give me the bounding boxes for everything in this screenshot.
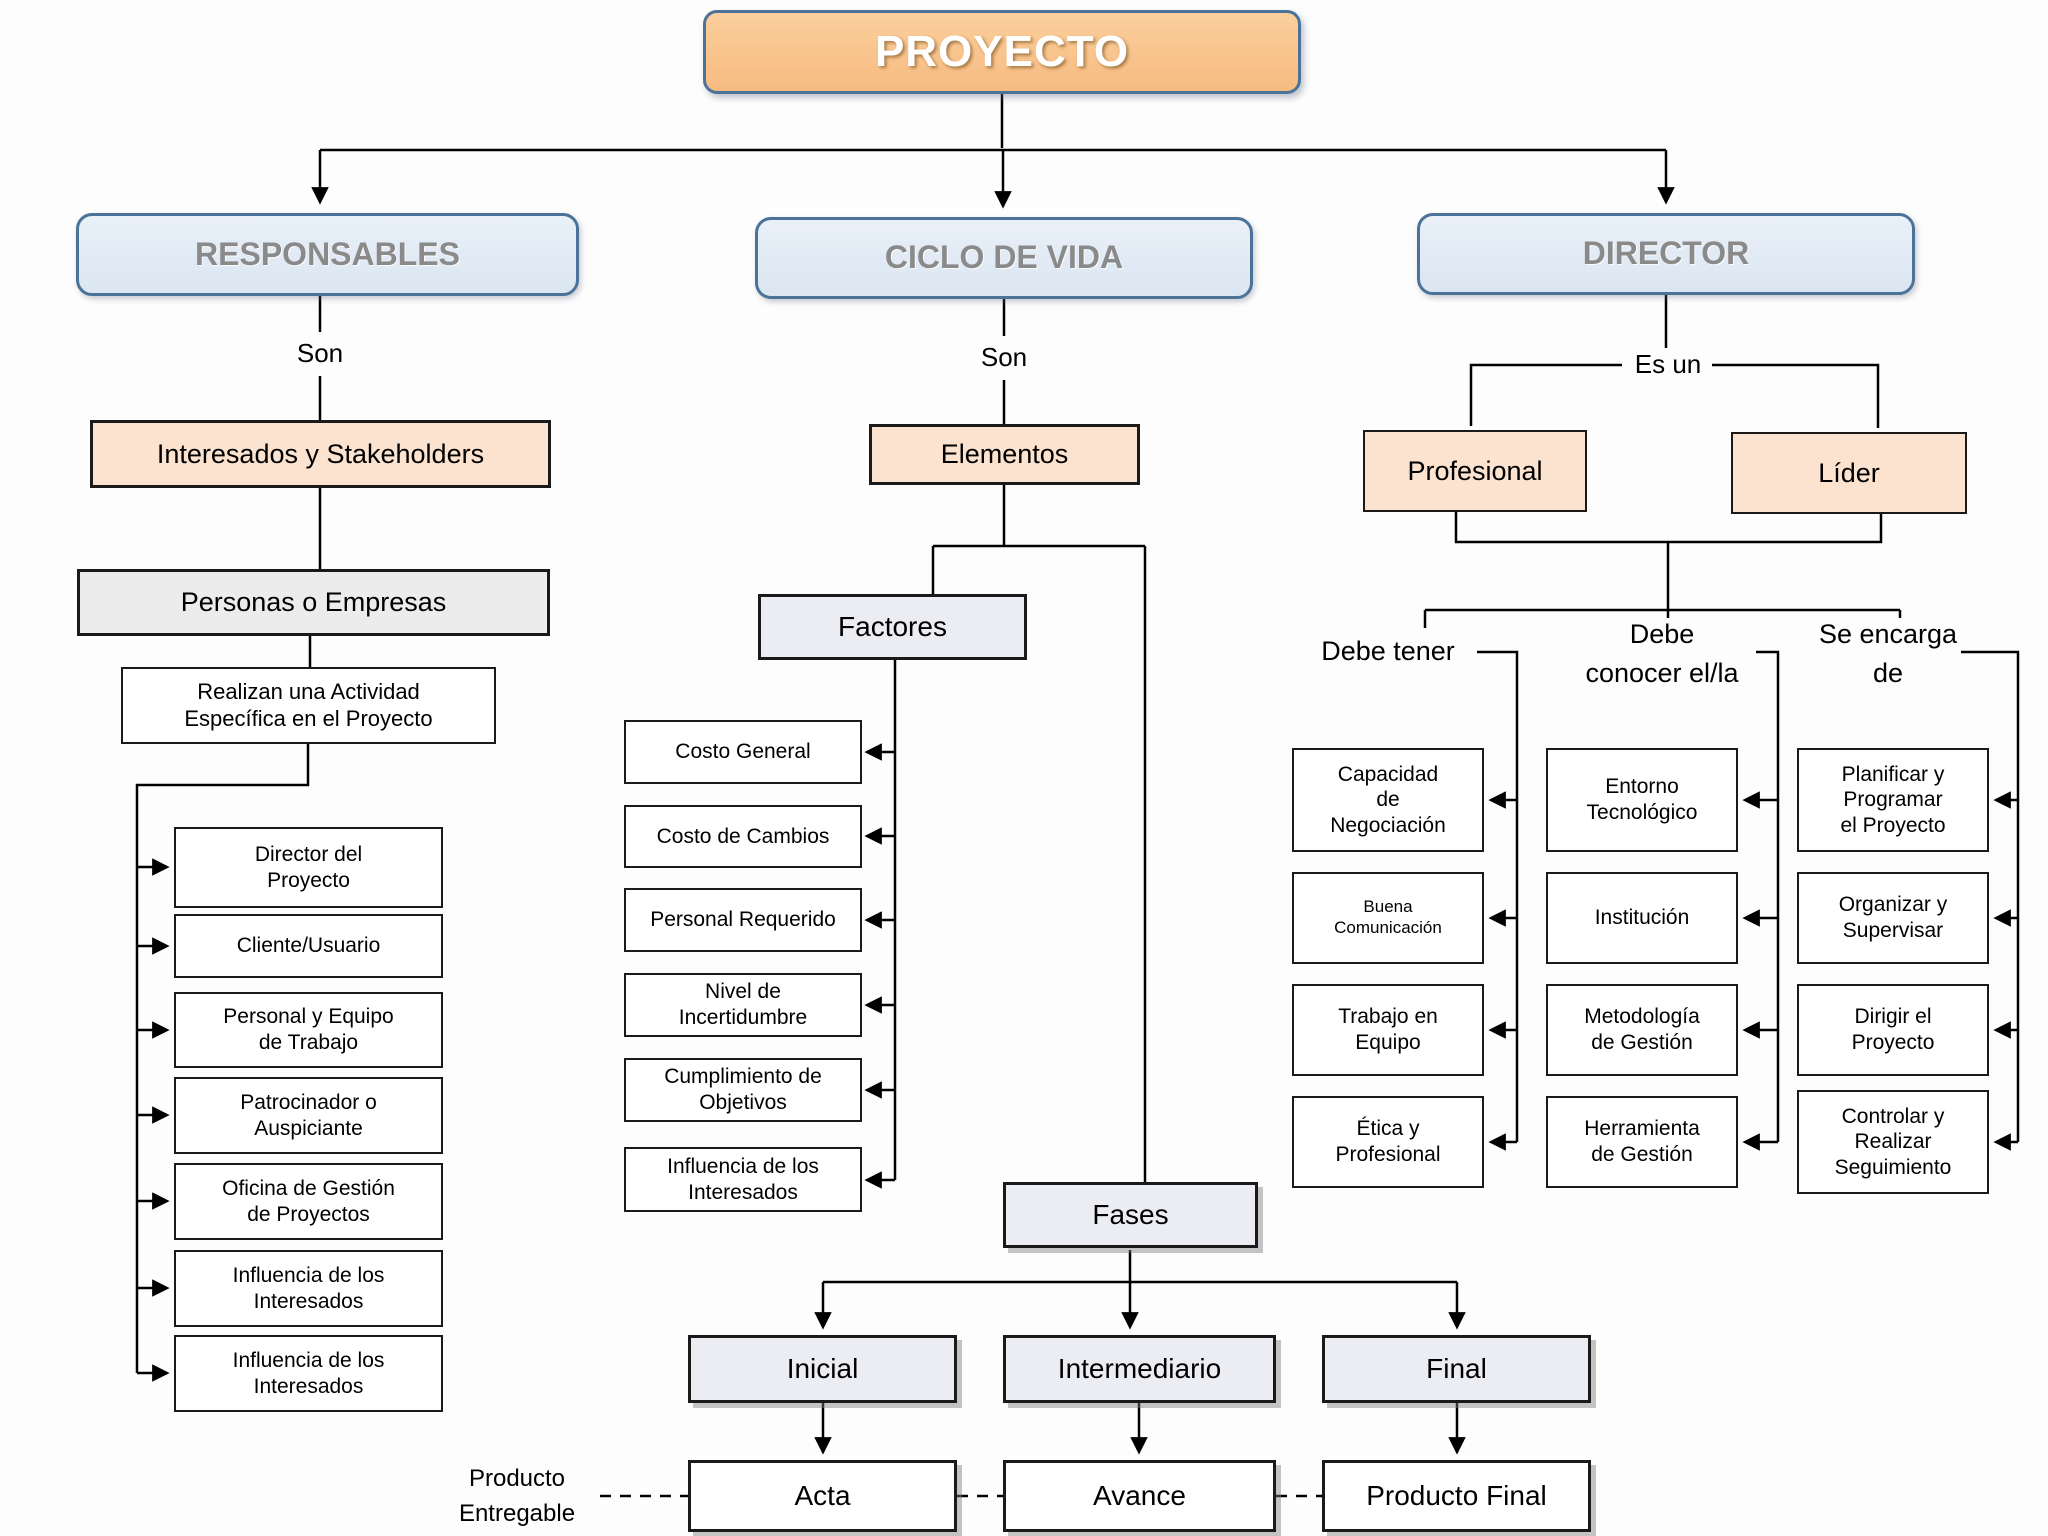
- node-factores: Factores: [758, 594, 1027, 660]
- relation-es-un-director: Es un: [1634, 349, 1702, 380]
- label-producto-entregable: Producto Entregable: [458, 1465, 576, 1527]
- branch-director: DIRECTOR: [1417, 213, 1915, 295]
- role-lider: Líder: [1731, 432, 1967, 514]
- factor-item-cumplimiento-objetivos: Cumplimiento de Objetivos: [624, 1058, 862, 1122]
- responsable-item-personal-equipo: Personal y Equipo de Trabajo: [174, 992, 443, 1068]
- director-item-dirigir-proyecto: Dirigir el Proyecto: [1797, 984, 1989, 1076]
- director-item-institucion: Institución: [1546, 872, 1738, 964]
- node-personas-o-empresas: Personas o Empresas: [77, 569, 550, 636]
- product-acta: Acta: [688, 1460, 957, 1532]
- role-profesional: Profesional: [1363, 430, 1587, 512]
- node-fases: Fases: [1003, 1182, 1258, 1248]
- node-elementos: Elementos: [869, 424, 1140, 485]
- director-item-organizar-supervisar: Organizar y Supervisar: [1797, 872, 1989, 964]
- factor-item-nivel-incertidumbre: Nivel de Incertidumbre: [624, 973, 862, 1037]
- responsable-item-influencia-1: Influencia de los Interesados: [174, 1250, 443, 1327]
- director-item-controlar-seguimiento: Controlar y Realizar Seguimiento: [1797, 1090, 1989, 1194]
- node-interesados-stakeholders: Interesados y Stakeholders: [90, 420, 551, 488]
- responsable-item-director-del-proyecto: Director del Proyecto: [174, 827, 443, 908]
- director-item-entorno-tecnologico: Entorno Tecnológico: [1546, 748, 1738, 852]
- director-item-capacidad-negociacion: Capacidad de Negociación: [1292, 748, 1484, 852]
- column-header-debe-tener: Debe tener: [1321, 636, 1455, 667]
- relation-son-responsables: Son: [296, 338, 344, 369]
- director-item-metodologia-gestion: Metodología de Gestión: [1546, 984, 1738, 1076]
- column-header-debe-conocer: Debe conocer el/la: [1585, 618, 1739, 688]
- column-header-se-encarga-de: Se encarga de: [1818, 618, 1958, 688]
- phase-inicial: Inicial: [688, 1335, 957, 1403]
- factor-item-costo-cambios: Costo de Cambios: [624, 805, 862, 868]
- phase-final: Final: [1322, 1335, 1591, 1403]
- director-item-herramienta-gestion: Herramienta de Gestión: [1546, 1096, 1738, 1188]
- factor-item-costo-general: Costo General: [624, 720, 862, 784]
- factor-item-influencia-interesados: Influencia de los Interesados: [624, 1147, 862, 1212]
- responsable-item-oficina-gestion: Oficina de Gestión de Proyectos: [174, 1163, 443, 1240]
- director-item-etica-profesional: Ética y Profesional: [1292, 1096, 1484, 1188]
- responsable-item-influencia-2: Influencia de los Interesados: [174, 1335, 443, 1412]
- director-item-planificar-programar: Planificar y Programar el Proyecto: [1797, 748, 1989, 852]
- factor-item-personal-requerido: Personal Requerido: [624, 888, 862, 952]
- director-item-buena-comunicacion: Buena Comunicación: [1292, 872, 1484, 964]
- product-avance: Avance: [1003, 1460, 1276, 1532]
- product-producto-final: Producto Final: [1322, 1460, 1591, 1532]
- branch-responsables: RESPONSABLES: [76, 213, 579, 296]
- branch-ciclo-de-vida: CICLO DE VIDA: [755, 217, 1253, 299]
- node-realizan-actividad: Realizan una Actividad Específica en el …: [121, 667, 496, 744]
- responsable-item-patrocinador: Patrocinador o Auspiciante: [174, 1077, 443, 1154]
- director-item-trabajo-en-equipo: Trabajo en Equipo: [1292, 984, 1484, 1076]
- phase-intermediario: Intermediario: [1003, 1335, 1276, 1403]
- responsable-item-cliente-usuario: Cliente/Usuario: [174, 914, 443, 978]
- root-node-proyecto: PROYECTO: [703, 10, 1301, 94]
- relation-son-ciclo: Son: [980, 342, 1028, 373]
